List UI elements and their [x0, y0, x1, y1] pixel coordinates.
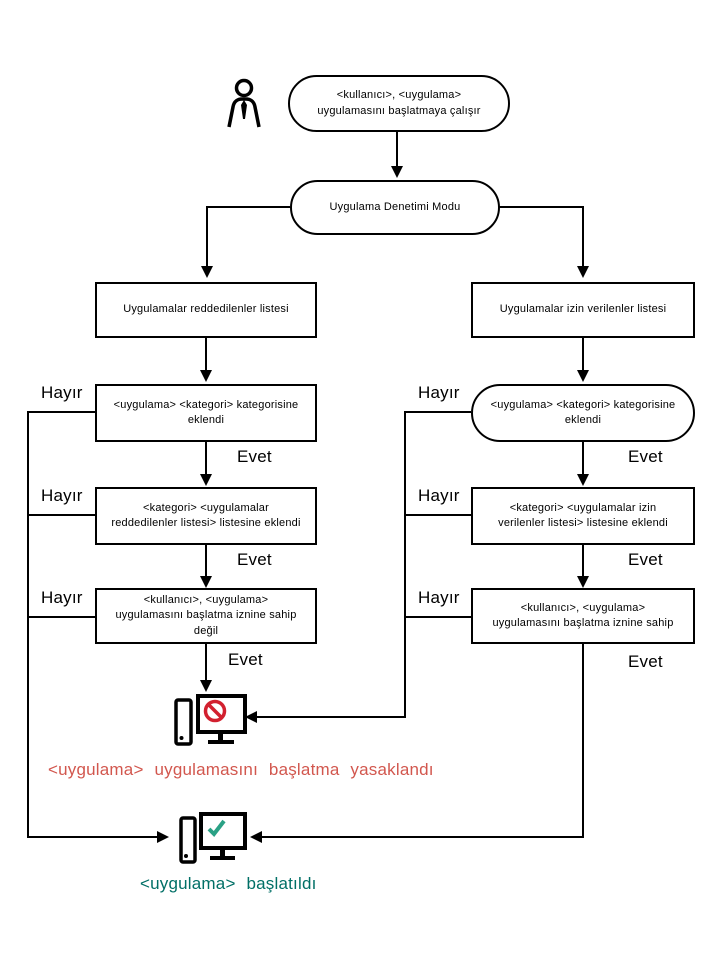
connector-left-4	[205, 644, 207, 680]
yes-label: Evet	[628, 652, 663, 671]
start-node: <kullanıcı>, <uygulama> uygulamasını baş…	[288, 75, 510, 132]
connector-no-right-4	[404, 616, 471, 618]
no-path-left-vertical	[27, 411, 29, 838]
right-category-list-node: <kategori> <uygulamalar izin verilenler …	[471, 487, 695, 545]
connector-yes-right-to-started	[262, 836, 584, 838]
connector-no-left-to-started	[27, 836, 157, 838]
arrowhead-down-icon	[200, 474, 212, 486]
connector-mode-right-down	[582, 206, 584, 266]
no-label: Hayır	[41, 588, 83, 607]
connector-mode-left	[206, 206, 290, 208]
allowlist-node: Uygulamalar izin verilenler listesi	[471, 282, 695, 338]
yes-label: Evet	[237, 447, 272, 466]
arrowhead-down-icon	[391, 166, 403, 178]
no-label: Hayır	[41, 486, 83, 505]
left-category-list-node-label: <kategori> <uygulamalar reddedilenler li…	[111, 501, 301, 529]
no-label: Hayır	[418, 486, 460, 505]
right-permission-node-label: <kullanıcı>, <uygulama> uygulamasını baş…	[492, 601, 674, 629]
no-path-right-vertical	[404, 411, 406, 718]
start-node-label: <kullanıcı>, <uygulama> uygulamasını baş…	[317, 89, 481, 117]
connector-mode-left-down	[206, 206, 208, 266]
arrowhead-down-icon	[577, 576, 589, 588]
left-permission-node: <kullanıcı>, <uygulama> uygulamasını baş…	[95, 588, 317, 644]
denylist-node: Uygulamalar reddedilenler listesi	[95, 282, 317, 338]
no-label: Hayır	[418, 383, 460, 402]
connector-right-1	[582, 338, 584, 370]
left-category-node: <uygulama> <kategori> kategorisine eklen…	[95, 384, 317, 442]
connector-start-mode	[396, 132, 398, 166]
arrowhead-down-icon	[201, 266, 213, 278]
arrowhead-down-icon	[577, 370, 589, 382]
allowlist-node-label: Uygulamalar izin verilenler listesi	[499, 303, 667, 316]
left-permission-node-label: <kullanıcı>, <uygulama> uygulamasını baş…	[115, 593, 297, 637]
connector-no-left-4	[27, 616, 95, 618]
arrowhead-left-icon	[245, 711, 257, 723]
left-category-node-label: <uygulama> <kategori> kategorisine eklen…	[113, 398, 299, 426]
yes-label: Evet	[628, 447, 663, 466]
connector-right-2	[582, 442, 584, 474]
mode-node: Uygulama Denetimi Modu	[290, 180, 500, 235]
blocked-outcome-text: <uygulama> uygulamasını başlatma yasakla…	[48, 760, 434, 779]
denylist-node-label: Uygulamalar reddedilenler listesi	[123, 303, 289, 316]
arrowhead-down-icon	[200, 576, 212, 588]
yes-label: Evet	[628, 550, 663, 569]
connector-no-left-2	[27, 411, 95, 413]
connector-no-right-2	[404, 411, 471, 413]
mode-node-label: Uygulama Denetimi Modu	[329, 200, 461, 213]
arrowhead-right-icon	[157, 831, 169, 843]
computer-started-icon	[179, 812, 247, 866]
started-outcome-text: <uygulama> başlatıldı	[140, 874, 317, 893]
connector-left-2	[205, 442, 207, 474]
connector-left-3	[205, 545, 207, 576]
connector-mode-right	[498, 206, 584, 208]
right-category-node-label: <uygulama> <kategori> kategorisine eklen…	[490, 398, 676, 426]
yes-label: Evet	[237, 550, 272, 569]
connector-right-3	[582, 545, 584, 576]
connector-no-right-3	[404, 514, 471, 516]
left-category-list-node: <kategori> <uygulamalar reddedilenler li…	[95, 487, 317, 545]
yes-label: Evet	[228, 650, 263, 669]
computer-blocked-icon	[174, 694, 250, 748]
arrowhead-down-icon	[200, 680, 212, 692]
user-icon	[226, 78, 262, 128]
arrowhead-left-icon	[250, 831, 262, 843]
arrowhead-down-icon	[577, 266, 589, 278]
arrowhead-down-icon	[577, 474, 589, 486]
no-label: Hayır	[41, 383, 83, 402]
no-label: Hayır	[418, 588, 460, 607]
right-category-node: <uygulama> <kategori> kategorisine eklen…	[471, 384, 695, 442]
connector-left-1	[205, 338, 207, 370]
yes-path-right-vertical	[582, 644, 584, 838]
connector-no-right-to-blocked	[257, 716, 406, 718]
arrowhead-down-icon	[200, 370, 212, 382]
right-category-list-node-label: <kategori> <uygulamalar izin verilenler …	[498, 501, 668, 529]
connector-no-left-3	[27, 514, 95, 516]
right-permission-node: <kullanıcı>, <uygulama> uygulamasını baş…	[471, 588, 695, 644]
